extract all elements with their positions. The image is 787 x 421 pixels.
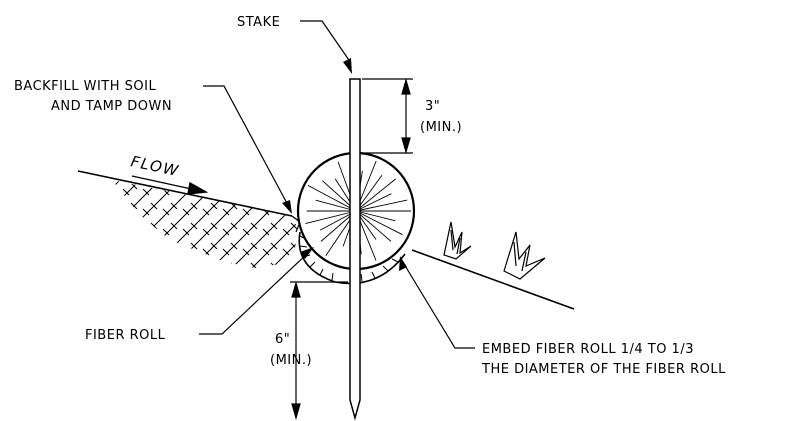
dim-top-note: (MIN.) [420,120,462,135]
fiber-strand [355,193,392,212]
dim-top-value: 3" [425,99,440,114]
fiber-strand [355,210,392,242]
fiber-strand [305,210,357,225]
label-embed-line1: EMBED FIBER ROLL 1/4 TO 1/3 [482,342,694,357]
stake-arrowhead [343,58,352,74]
downslope-ground-line [411,249,575,310]
embed-leader [403,263,475,349]
backfill-leader [203,85,290,208]
flow-arrow [131,175,209,195]
embed-arrowhead [399,256,407,271]
leader-lines [199,20,475,349]
backfill-arrowhead [282,200,292,214]
stake [349,78,361,421]
upslope-ground-line [77,170,293,217]
grass-tuft-left [443,221,472,260]
dim-bottom-note: (MIN.) [270,353,312,368]
fiber-roll-arrowhead [300,247,314,259]
stake-leader [300,20,352,64]
label-backfill-line1: BACKFILL WITH SOIL [14,79,156,94]
label-flow: FLOW [129,152,181,180]
leader-arrowheads [282,58,407,271]
label-embed-line2: THE DIAMETER OF THE FIBER ROLL [481,362,726,377]
grass-tuft-right [503,231,546,280]
fiber-strand [355,178,396,212]
fiber-strand [355,210,396,222]
label-stake: STAKE [237,15,280,30]
dim-bottom-value: 6" [275,332,290,347]
top-dimension-lines [362,77,413,155]
bottom-dimension-lines [290,280,348,421]
fiber-strand [355,199,408,212]
label-backfill-line2: AND TAMP DOWN [51,99,172,114]
fiber-strand [355,210,403,236]
label-fiber-roll: FIBER ROLL [85,328,166,343]
fiber-roll-leader [199,251,310,335]
fiber-strand [307,185,357,212]
upslope-soil-hatch [112,180,298,268]
